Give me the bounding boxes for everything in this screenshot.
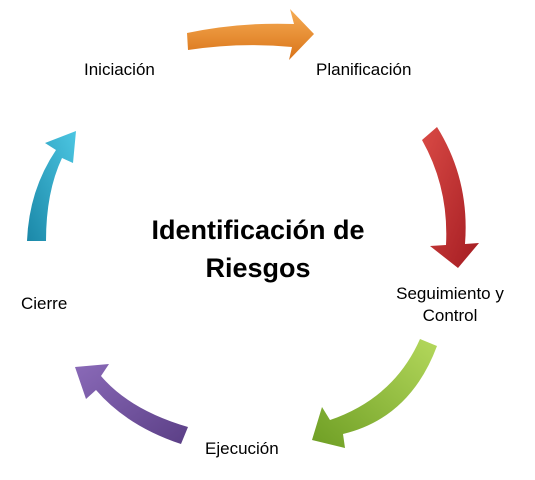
phase-label-seguimiento: Seguimiento y Control xyxy=(384,283,516,327)
phase-label-seguimiento-line-1: Seguimiento y xyxy=(396,284,504,303)
arrow-ejecucion-to-cierre xyxy=(75,364,188,444)
phase-label-seguimiento-line-2: Control xyxy=(422,306,478,325)
arrow-planificacion-to-seguimiento xyxy=(422,127,479,268)
center-title-line-1: Identificación de xyxy=(151,215,365,245)
phase-label-cierre: Cierre xyxy=(21,294,68,313)
arrow-seguimiento-to-ejecucion xyxy=(312,339,437,448)
arrow-iniciacion-to-planificacion xyxy=(187,9,314,60)
phase-label-planificacion: Planificación xyxy=(316,60,412,79)
phase-label-iniciacion: Iniciación xyxy=(84,60,155,79)
arrow-cierre-to-iniciacion xyxy=(27,131,76,241)
center-title: Identificación de Riesgos xyxy=(128,211,388,287)
phase-label-ejecucion: Ejecución xyxy=(205,439,279,458)
center-title-line-2: Riesgos xyxy=(205,253,311,283)
